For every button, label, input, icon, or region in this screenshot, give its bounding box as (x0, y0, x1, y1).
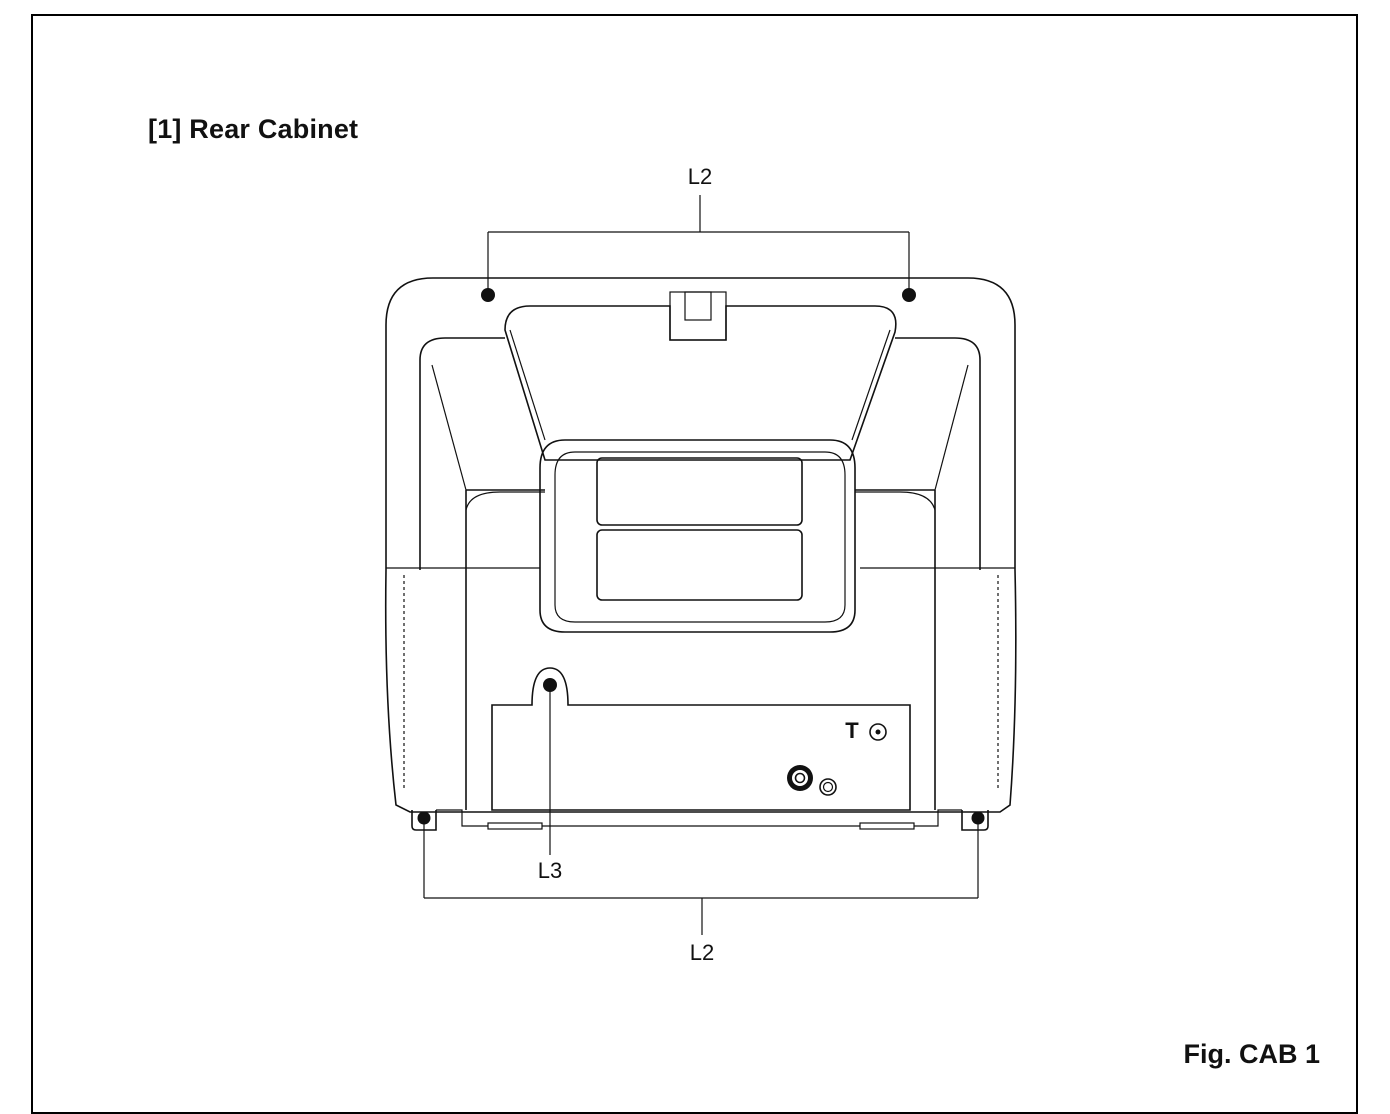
neck-inner-left (509, 329, 546, 441)
callout-label-bottom: L2 (690, 940, 714, 965)
left-shoulder (419, 337, 505, 361)
small-jack-outer (819, 778, 837, 796)
coax-connector-ring (792, 770, 808, 786)
label-plate-upper (596, 457, 803, 526)
right-shoulder (895, 337, 981, 570)
mid-step-right (855, 489, 936, 810)
neck-housing (504, 305, 897, 461)
section-title: [1] Rear Cabinet (148, 114, 359, 144)
neck-inner-right (851, 329, 891, 441)
foot-right (961, 810, 989, 831)
screw-top-left (481, 288, 495, 302)
base-pad-right (859, 822, 915, 830)
label-plate-housing-inner (554, 451, 846, 623)
foot-left (411, 810, 437, 831)
mid-step-left (465, 489, 545, 810)
top-tab (669, 291, 727, 341)
screw-top-right (902, 288, 916, 302)
figure-caption: Fig. CAB 1 (1183, 1039, 1320, 1069)
top-tab-inner (684, 291, 712, 321)
foot-right-step (914, 809, 962, 827)
label-plate-lower (596, 529, 803, 601)
antenna-jack-outer (869, 723, 887, 741)
callout-label-top: L2 (688, 164, 712, 189)
coax-connector-core (794, 772, 806, 784)
foot-left-step (436, 809, 488, 827)
antenna-jack-inner (875, 729, 881, 735)
mid-step-right-top (855, 491, 936, 511)
jack-marker-text: T (845, 718, 859, 743)
small-jack-inner (822, 781, 834, 793)
base-pad-left (487, 822, 543, 830)
figure-frame (31, 14, 1358, 1114)
terminal-panel (491, 667, 911, 811)
left-shoulder-slope (431, 364, 467, 491)
callout-label-center: L3 (538, 858, 562, 883)
cabinet-outline (384, 277, 1017, 813)
right-shoulder-slope (934, 364, 969, 491)
mid-step-left-top (465, 491, 545, 511)
label-plate-housing (539, 439, 856, 633)
